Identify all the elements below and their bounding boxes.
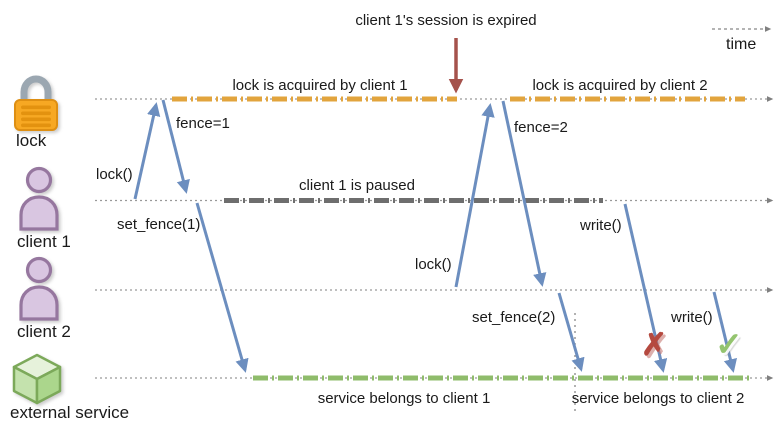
write-accepted-check-mark: ✓ bbox=[715, 325, 743, 363]
padlock-icon bbox=[14, 75, 58, 131]
span-label-lock-client2: lock is acquired by client 2 bbox=[532, 77, 708, 94]
client2-fence-reply-arrow bbox=[501, 100, 547, 287]
message-label-client1-fence: fence=1 bbox=[176, 115, 230, 132]
span-label-service-client1: service belongs to client 1 bbox=[317, 390, 491, 407]
message-label-client1-lock: lock() bbox=[96, 166, 133, 183]
span-label-lock-client1: lock is acquired by client 1 bbox=[232, 77, 408, 94]
client2-set-fence-arrow bbox=[557, 292, 585, 372]
person-icon bbox=[19, 166, 59, 231]
client1-write-arrow bbox=[623, 203, 668, 373]
span-label-service-client2: service belongs to client 2 bbox=[571, 390, 745, 407]
message-label-client1-write: write() bbox=[580, 217, 622, 234]
client1-set-fence-arrow bbox=[195, 202, 249, 373]
message-label-client2-lock: lock() bbox=[415, 256, 452, 273]
person-icon bbox=[19, 256, 59, 321]
client2-write-arrow bbox=[712, 291, 738, 373]
lane-label-client2: client 2 bbox=[17, 322, 71, 341]
client1-lock-call-arrow bbox=[133, 102, 161, 200]
time-axis-label: time bbox=[726, 36, 757, 53]
session-expired-annotation: client 1's session is expired bbox=[355, 12, 537, 29]
message-label-client1-set-fence: set_fence(1) bbox=[117, 216, 201, 233]
lane-label-external-service: external service bbox=[10, 403, 130, 422]
message-label-client2-set-fence: set_fence(2) bbox=[472, 309, 556, 326]
lane-label-client1: client 1 bbox=[17, 232, 71, 251]
cube-icon bbox=[12, 353, 62, 405]
client1-fence-reply-arrow bbox=[161, 99, 190, 194]
message-label-client2-fence: fence=2 bbox=[514, 119, 568, 136]
message-label-client2-write: write() bbox=[671, 309, 713, 326]
client2-lock-call-arrow bbox=[454, 103, 495, 288]
lane-label-lock: lock bbox=[16, 131, 47, 150]
write-rejected-x-mark: ✗ bbox=[641, 327, 667, 362]
span-label-client1-paused: client 1 is paused bbox=[299, 177, 415, 194]
